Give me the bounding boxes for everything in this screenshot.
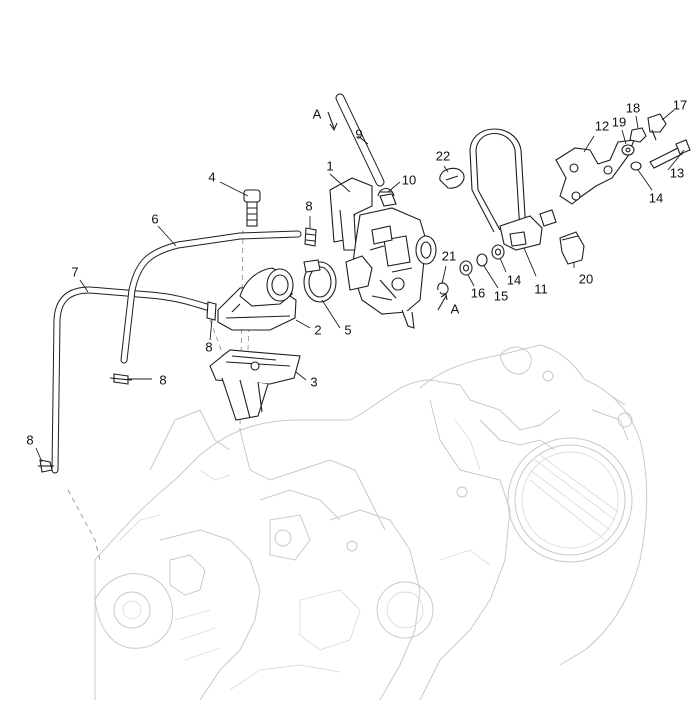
section-arrow-top — [327, 111, 338, 132]
carburetor-1 — [329, 177, 437, 329]
clip-icon — [304, 227, 317, 247]
callout-17: 17 — [672, 97, 688, 113]
engine-block-ghost — [94, 344, 648, 701]
nut-18 — [629, 127, 647, 143]
callout-20: 20 — [578, 271, 594, 287]
bolt-17 — [647, 113, 667, 141]
clip-8-group — [38, 227, 317, 473]
callout-9: 9 — [355, 126, 363, 142]
washer-14-right — [630, 161, 642, 171]
assembly-guides — [67, 229, 251, 561]
section-arrow-bottom — [437, 293, 448, 311]
callout-16: 16 — [470, 285, 486, 301]
tube-9 — [335, 93, 385, 187]
callout-10: 10 — [401, 172, 417, 188]
hose-7 — [51, 286, 214, 474]
callout-8-lower-left: 8 — [26, 432, 34, 448]
callout-12: 12 — [594, 118, 610, 134]
callout-8-left: 8 — [159, 372, 167, 388]
callout-14-center: 14 — [506, 272, 522, 288]
callout-8-top: 8 — [305, 198, 313, 214]
callout-18: 18 — [625, 100, 641, 116]
clip-10 — [377, 187, 395, 197]
washer-15 — [476, 253, 488, 267]
hose-6 — [120, 230, 302, 364]
callout-14-right: 14 — [648, 190, 664, 206]
callout-5: 5 — [344, 322, 352, 338]
callout-8-middle: 8 — [205, 339, 213, 355]
callout-11: 11 — [534, 281, 548, 297]
bolt-13 — [649, 139, 691, 169]
section-label-a-top: A — [312, 106, 322, 122]
callout-7: 7 — [71, 264, 79, 280]
leader-lines — [35, 109, 685, 463]
callout-21: 21 — [441, 248, 457, 264]
callout-22: 22 — [435, 148, 451, 164]
bolt-4 — [243, 189, 261, 227]
washer-14 — [491, 244, 505, 260]
section-label-a-bottom: A — [450, 301, 460, 317]
block-20 — [559, 231, 585, 265]
callout-3: 3 — [310, 374, 318, 390]
callout-15: 15 — [493, 288, 509, 304]
clamp-5 — [303, 259, 337, 303]
bracket-12 — [555, 139, 635, 205]
callout-1: 1 — [326, 158, 334, 174]
callout-19: 19 — [611, 114, 627, 130]
clip-21 — [437, 282, 449, 295]
washer-19 — [621, 144, 635, 156]
callout-6: 6 — [151, 211, 159, 227]
callout-4: 4 — [208, 169, 216, 185]
intake-manifold-2 — [217, 267, 297, 331]
washer-16 — [459, 260, 473, 276]
clip-icon — [38, 459, 54, 473]
callout-13: 13 — [669, 165, 685, 181]
choke-assembly-11 — [469, 128, 557, 251]
clip-22 — [439, 167, 465, 189]
callout-2: 2 — [314, 322, 322, 338]
reed-valve-3 — [209, 349, 301, 421]
clip-icon — [206, 301, 217, 321]
clip-icon — [109, 373, 133, 385]
